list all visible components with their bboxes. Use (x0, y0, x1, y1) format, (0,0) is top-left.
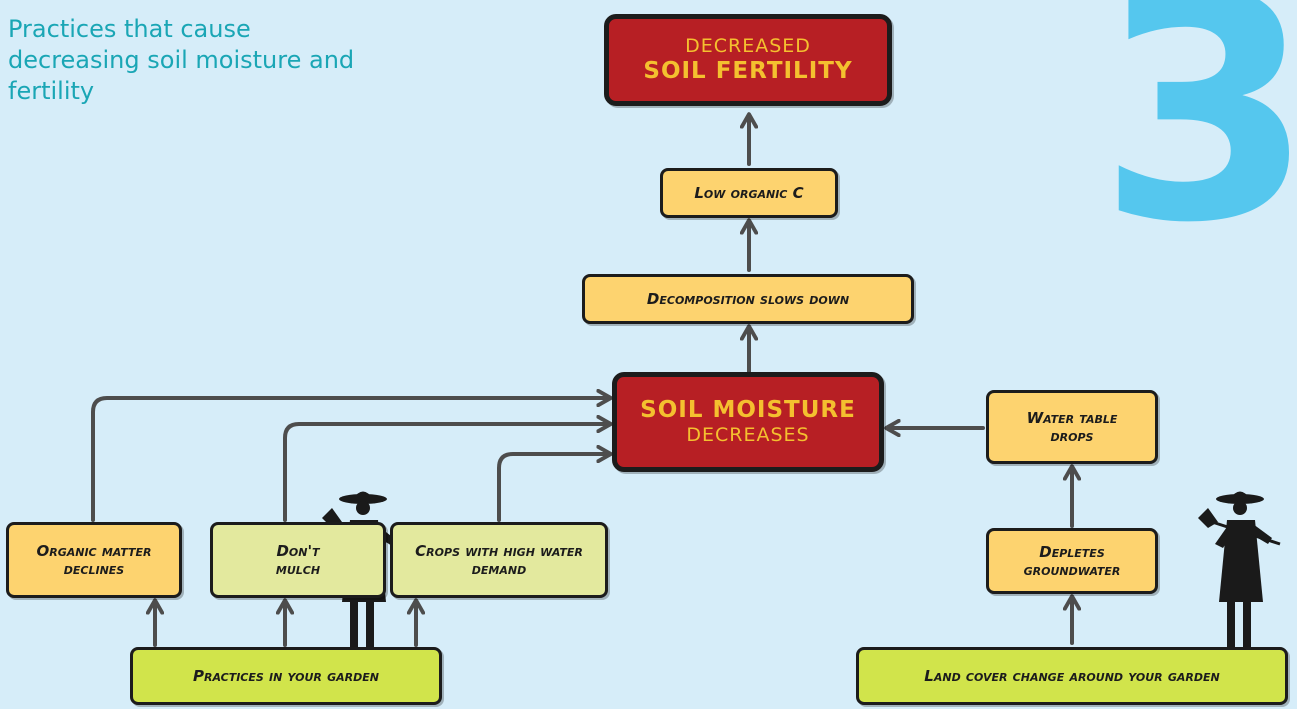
node-organic-matter-declines: Organic matter declines (6, 522, 182, 598)
node-dont-mulch: Don't mulch (210, 522, 386, 598)
node-label: Organic matter declines (36, 542, 152, 578)
node-label: Don't mulch (275, 542, 321, 578)
section-number: 3 (1098, 0, 1297, 291)
node-decomposition-slows: Decomposition slows down (582, 274, 914, 324)
arrow-mulch-to-moisture (283, 424, 609, 522)
page-heading: Practices that cause decreasing soil moi… (8, 15, 355, 105)
node-land-cover-change: Land cover change around your garden (856, 647, 1288, 705)
node-water-table-drops: Water table drops (986, 390, 1158, 464)
node-label: Practices in your garden (193, 667, 379, 685)
node-label: Crops with high water demand (415, 542, 583, 578)
node-label: Land cover change around your garden (924, 667, 1220, 685)
node-label-line1: DECREASED (685, 35, 811, 57)
arrow-organicmatter-to-moisture (91, 398, 609, 522)
node-label-line2: SOIL FERTILITY (643, 58, 853, 84)
node-label: Depletes groundwater (1023, 543, 1121, 579)
node-label: Water table drops (1026, 409, 1118, 445)
node-label-line2: DECREASES (686, 424, 810, 446)
node-depletes-groundwater: Depletes groundwater (986, 528, 1158, 594)
arrow-crops-to-moisture (497, 454, 609, 522)
node-label-line1: SOIL MOISTURE (640, 397, 856, 423)
node-low-organic-c: Low organic C (660, 168, 838, 218)
node-soil-moisture-decreases: SOIL MOISTURE DECREASES (612, 372, 884, 472)
node-practices-in-your-garden: Practices in your garden (130, 647, 442, 705)
node-crops-high-water-demand: Crops with high water demand (390, 522, 608, 598)
node-label: Decomposition slows down (646, 290, 850, 308)
gardener-right-icon (1198, 491, 1281, 653)
node-label: Low organic C (694, 184, 804, 202)
node-decreased-soil-fertility: DECREASED SOIL FERTILITY (604, 14, 892, 106)
